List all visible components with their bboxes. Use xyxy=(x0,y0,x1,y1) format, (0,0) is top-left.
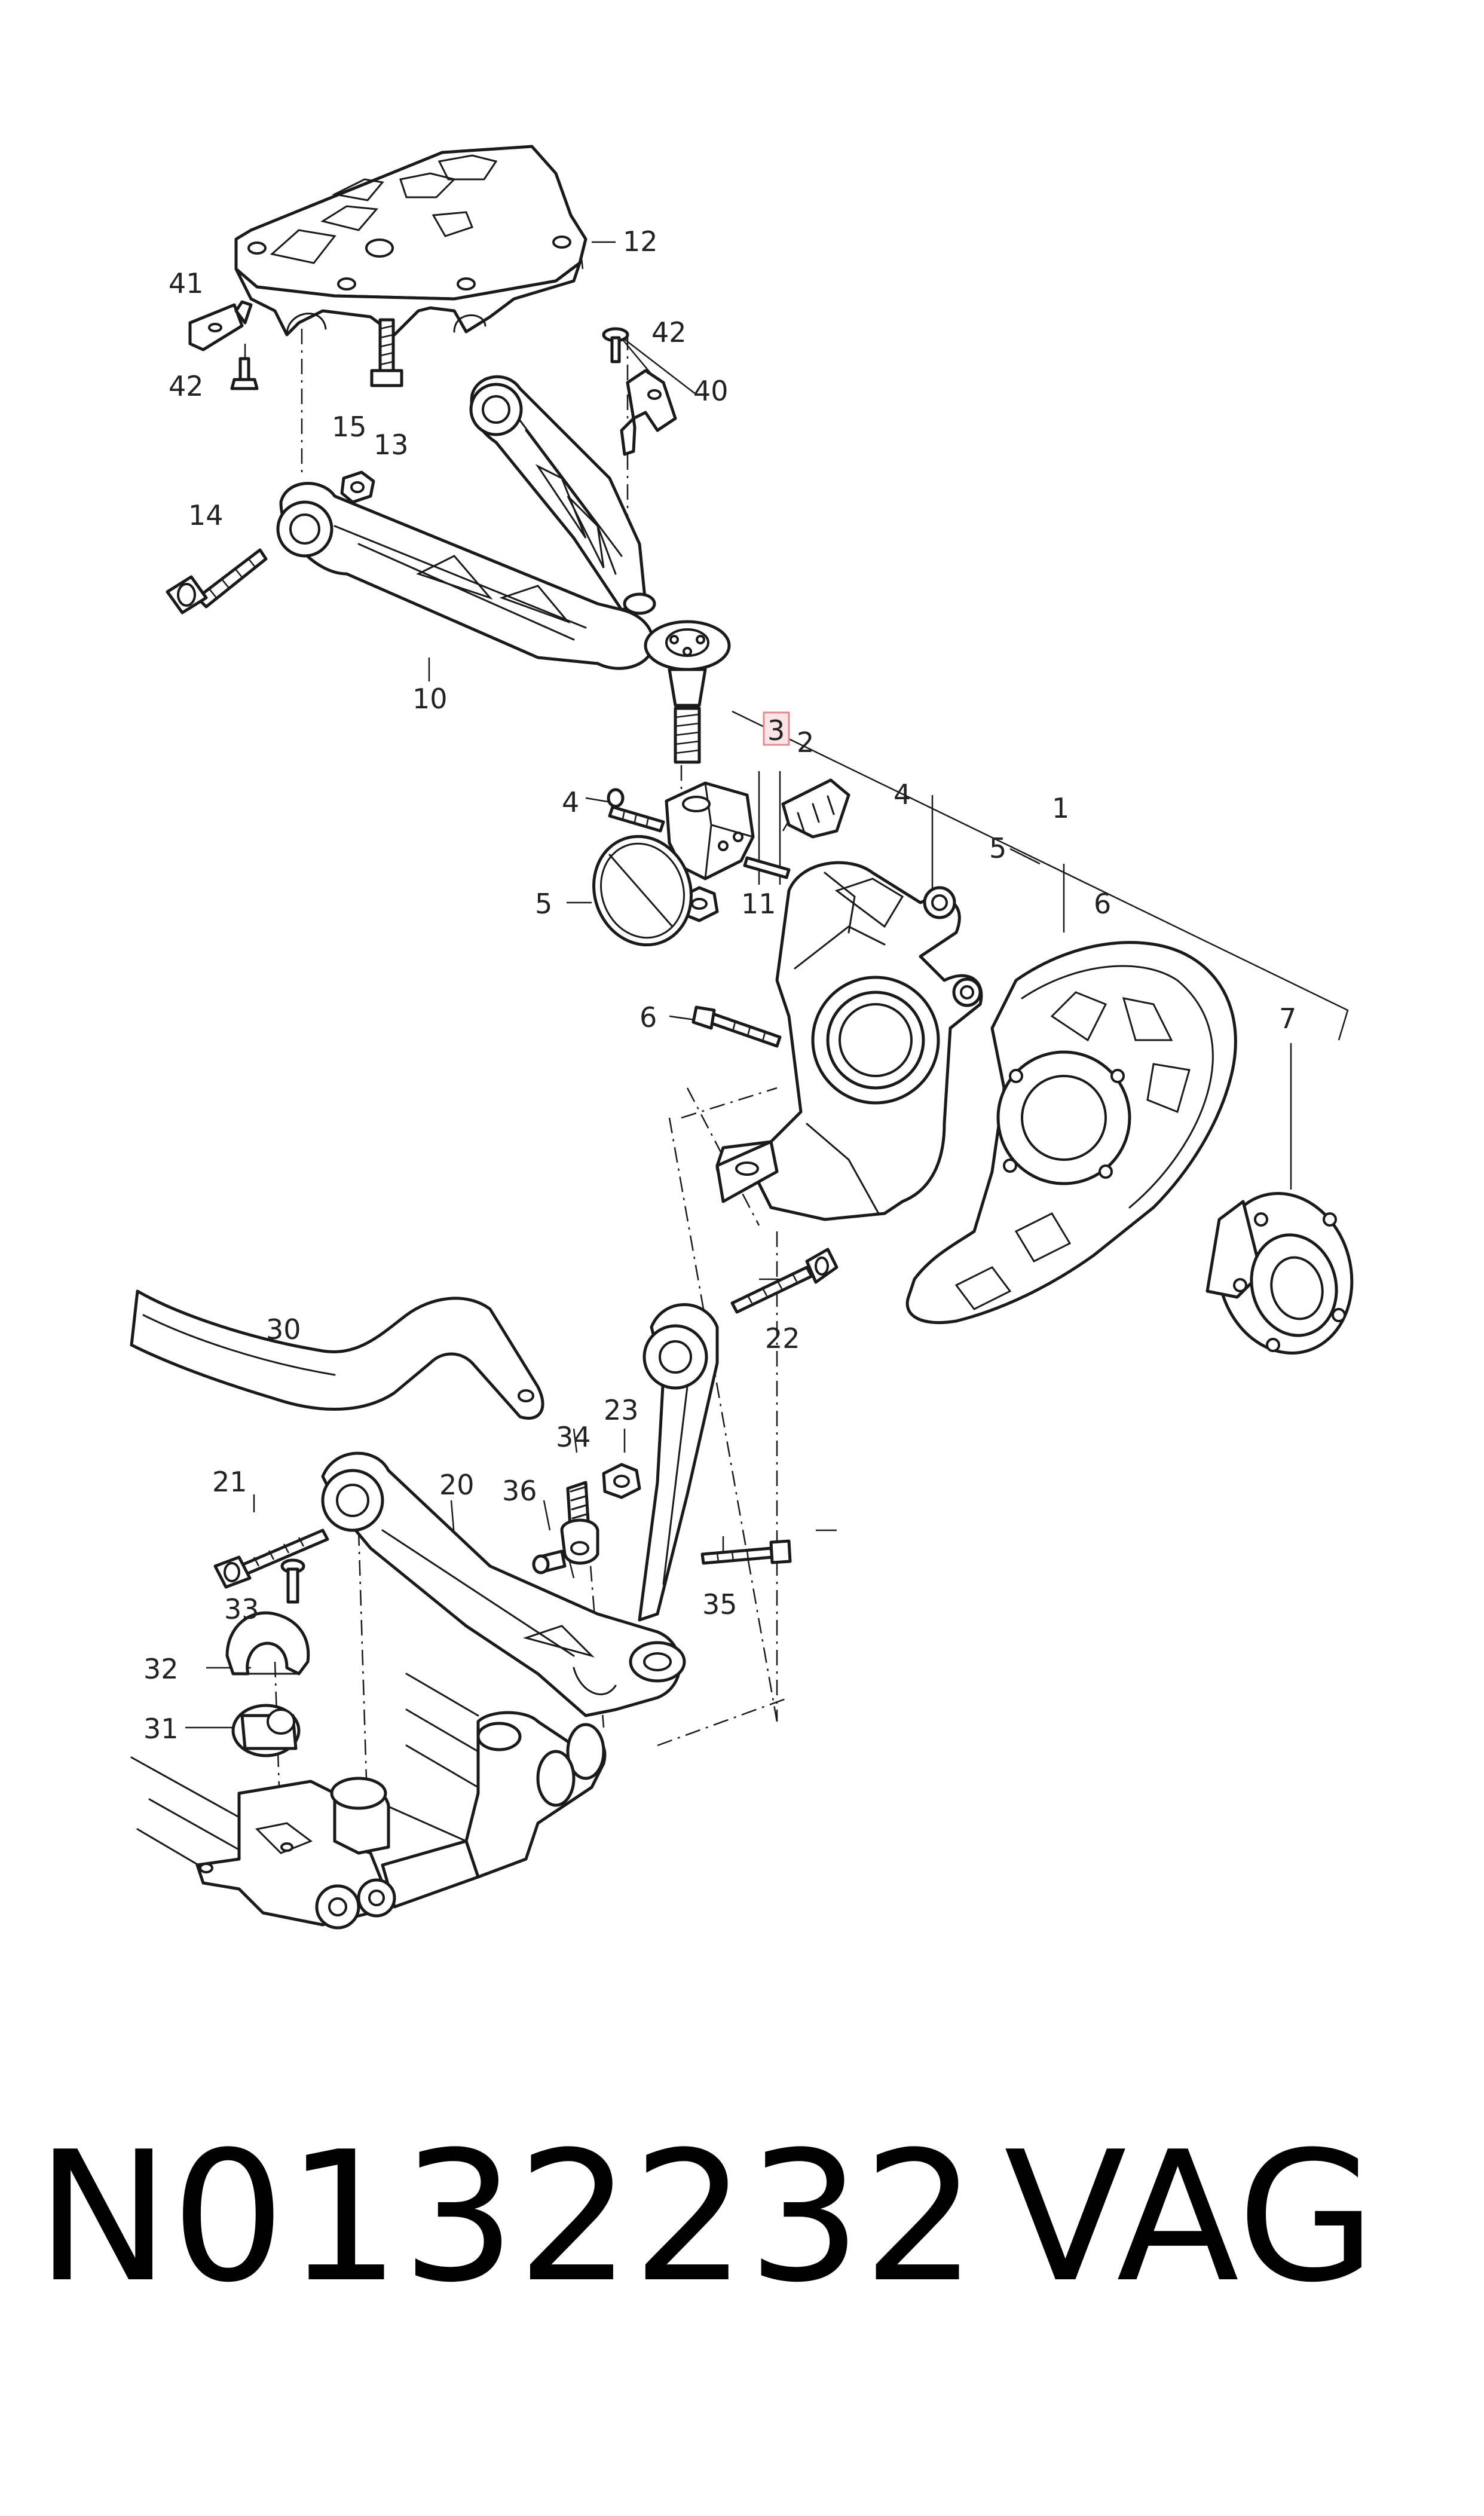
splash-shield-6 xyxy=(905,941,1237,1325)
stabilizer-link-34 xyxy=(560,1481,599,1565)
dust-cover-5 xyxy=(592,834,693,947)
callout-33: 33 xyxy=(224,1593,259,1625)
wheel-hub-7 xyxy=(1205,1192,1354,1355)
bolt-13 xyxy=(370,318,403,387)
callout-12: 12 xyxy=(623,225,658,258)
bolt-6 xyxy=(691,1005,782,1048)
bolt-36 xyxy=(532,1549,567,1575)
screw-42-left xyxy=(230,357,259,390)
callout-36: 36 xyxy=(502,1475,537,1507)
part-number-label: N0132232 xyxy=(36,2113,978,2322)
bolt-21 xyxy=(213,1528,329,1589)
lower-control-arm-20 xyxy=(321,1303,719,1717)
callout-20: 20 xyxy=(439,1469,475,1501)
upper-control-arm xyxy=(276,375,731,764)
nut-15 xyxy=(340,470,375,504)
callout-13: 13 xyxy=(374,429,409,461)
callout-11: 11 xyxy=(741,888,776,920)
callout-6-right: 6 xyxy=(1094,888,1111,920)
callout-32: 32 xyxy=(143,1653,179,1685)
callout-5-right: 5 xyxy=(989,832,1006,864)
callout-5-left: 5 xyxy=(535,888,552,920)
lower-subframe xyxy=(130,1673,607,1930)
bushing-31 xyxy=(231,1704,301,1757)
bolt-4 xyxy=(607,788,665,833)
callout-10: 10 xyxy=(412,683,448,715)
callout-42-right: 42 xyxy=(651,316,687,348)
callout-21: 21 xyxy=(212,1466,247,1498)
wiring-clip-left xyxy=(188,300,253,351)
subframe-bracket xyxy=(234,145,588,337)
stabilizer-bar-30 xyxy=(130,1289,544,1420)
callout-23: 23 xyxy=(604,1394,639,1426)
nut-23 xyxy=(602,1463,641,1499)
wheel-knuckle xyxy=(715,861,983,1221)
screw-33 xyxy=(280,1558,305,1604)
callout-2: 2 xyxy=(797,726,814,759)
callout-42-left: 42 xyxy=(169,370,204,402)
callout-1: 1 xyxy=(1052,792,1069,824)
bracket-40 xyxy=(620,369,677,456)
callout-34: 34 xyxy=(556,1421,591,1453)
callout-41: 41 xyxy=(169,267,204,299)
clamp-32 xyxy=(225,1611,310,1676)
callout-35: 35 xyxy=(702,1588,738,1621)
callout-22: 22 xyxy=(765,1322,800,1355)
bolt-35 xyxy=(700,1539,792,1565)
highlight-box-part-3 xyxy=(763,711,790,746)
callout-4-left: 4 xyxy=(562,786,579,818)
callout-15: 15 xyxy=(332,411,367,443)
sensor-wire-2 xyxy=(781,778,850,839)
bolt-22 xyxy=(730,1248,839,1314)
callout-14: 14 xyxy=(188,499,224,531)
callout-30: 30 xyxy=(266,1313,301,1346)
clamp-block-3 xyxy=(665,781,755,881)
bolt-14 xyxy=(166,548,268,615)
callout-4-right: 4 xyxy=(894,778,911,811)
callout-6-left: 6 xyxy=(640,1001,657,1034)
callout-7: 7 xyxy=(1279,1002,1296,1035)
callout-3: 3 xyxy=(767,714,785,747)
callout-31: 31 xyxy=(143,1713,179,1745)
callout-40: 40 xyxy=(693,375,729,407)
screw-42-right xyxy=(602,327,629,363)
callout-labels: 12 41 42 13 15 42 40 14 10 3 2 4 1 5 4 5… xyxy=(143,225,1296,1745)
pin-4 xyxy=(743,856,791,879)
brand-label: VAG xyxy=(1004,2113,1378,2322)
